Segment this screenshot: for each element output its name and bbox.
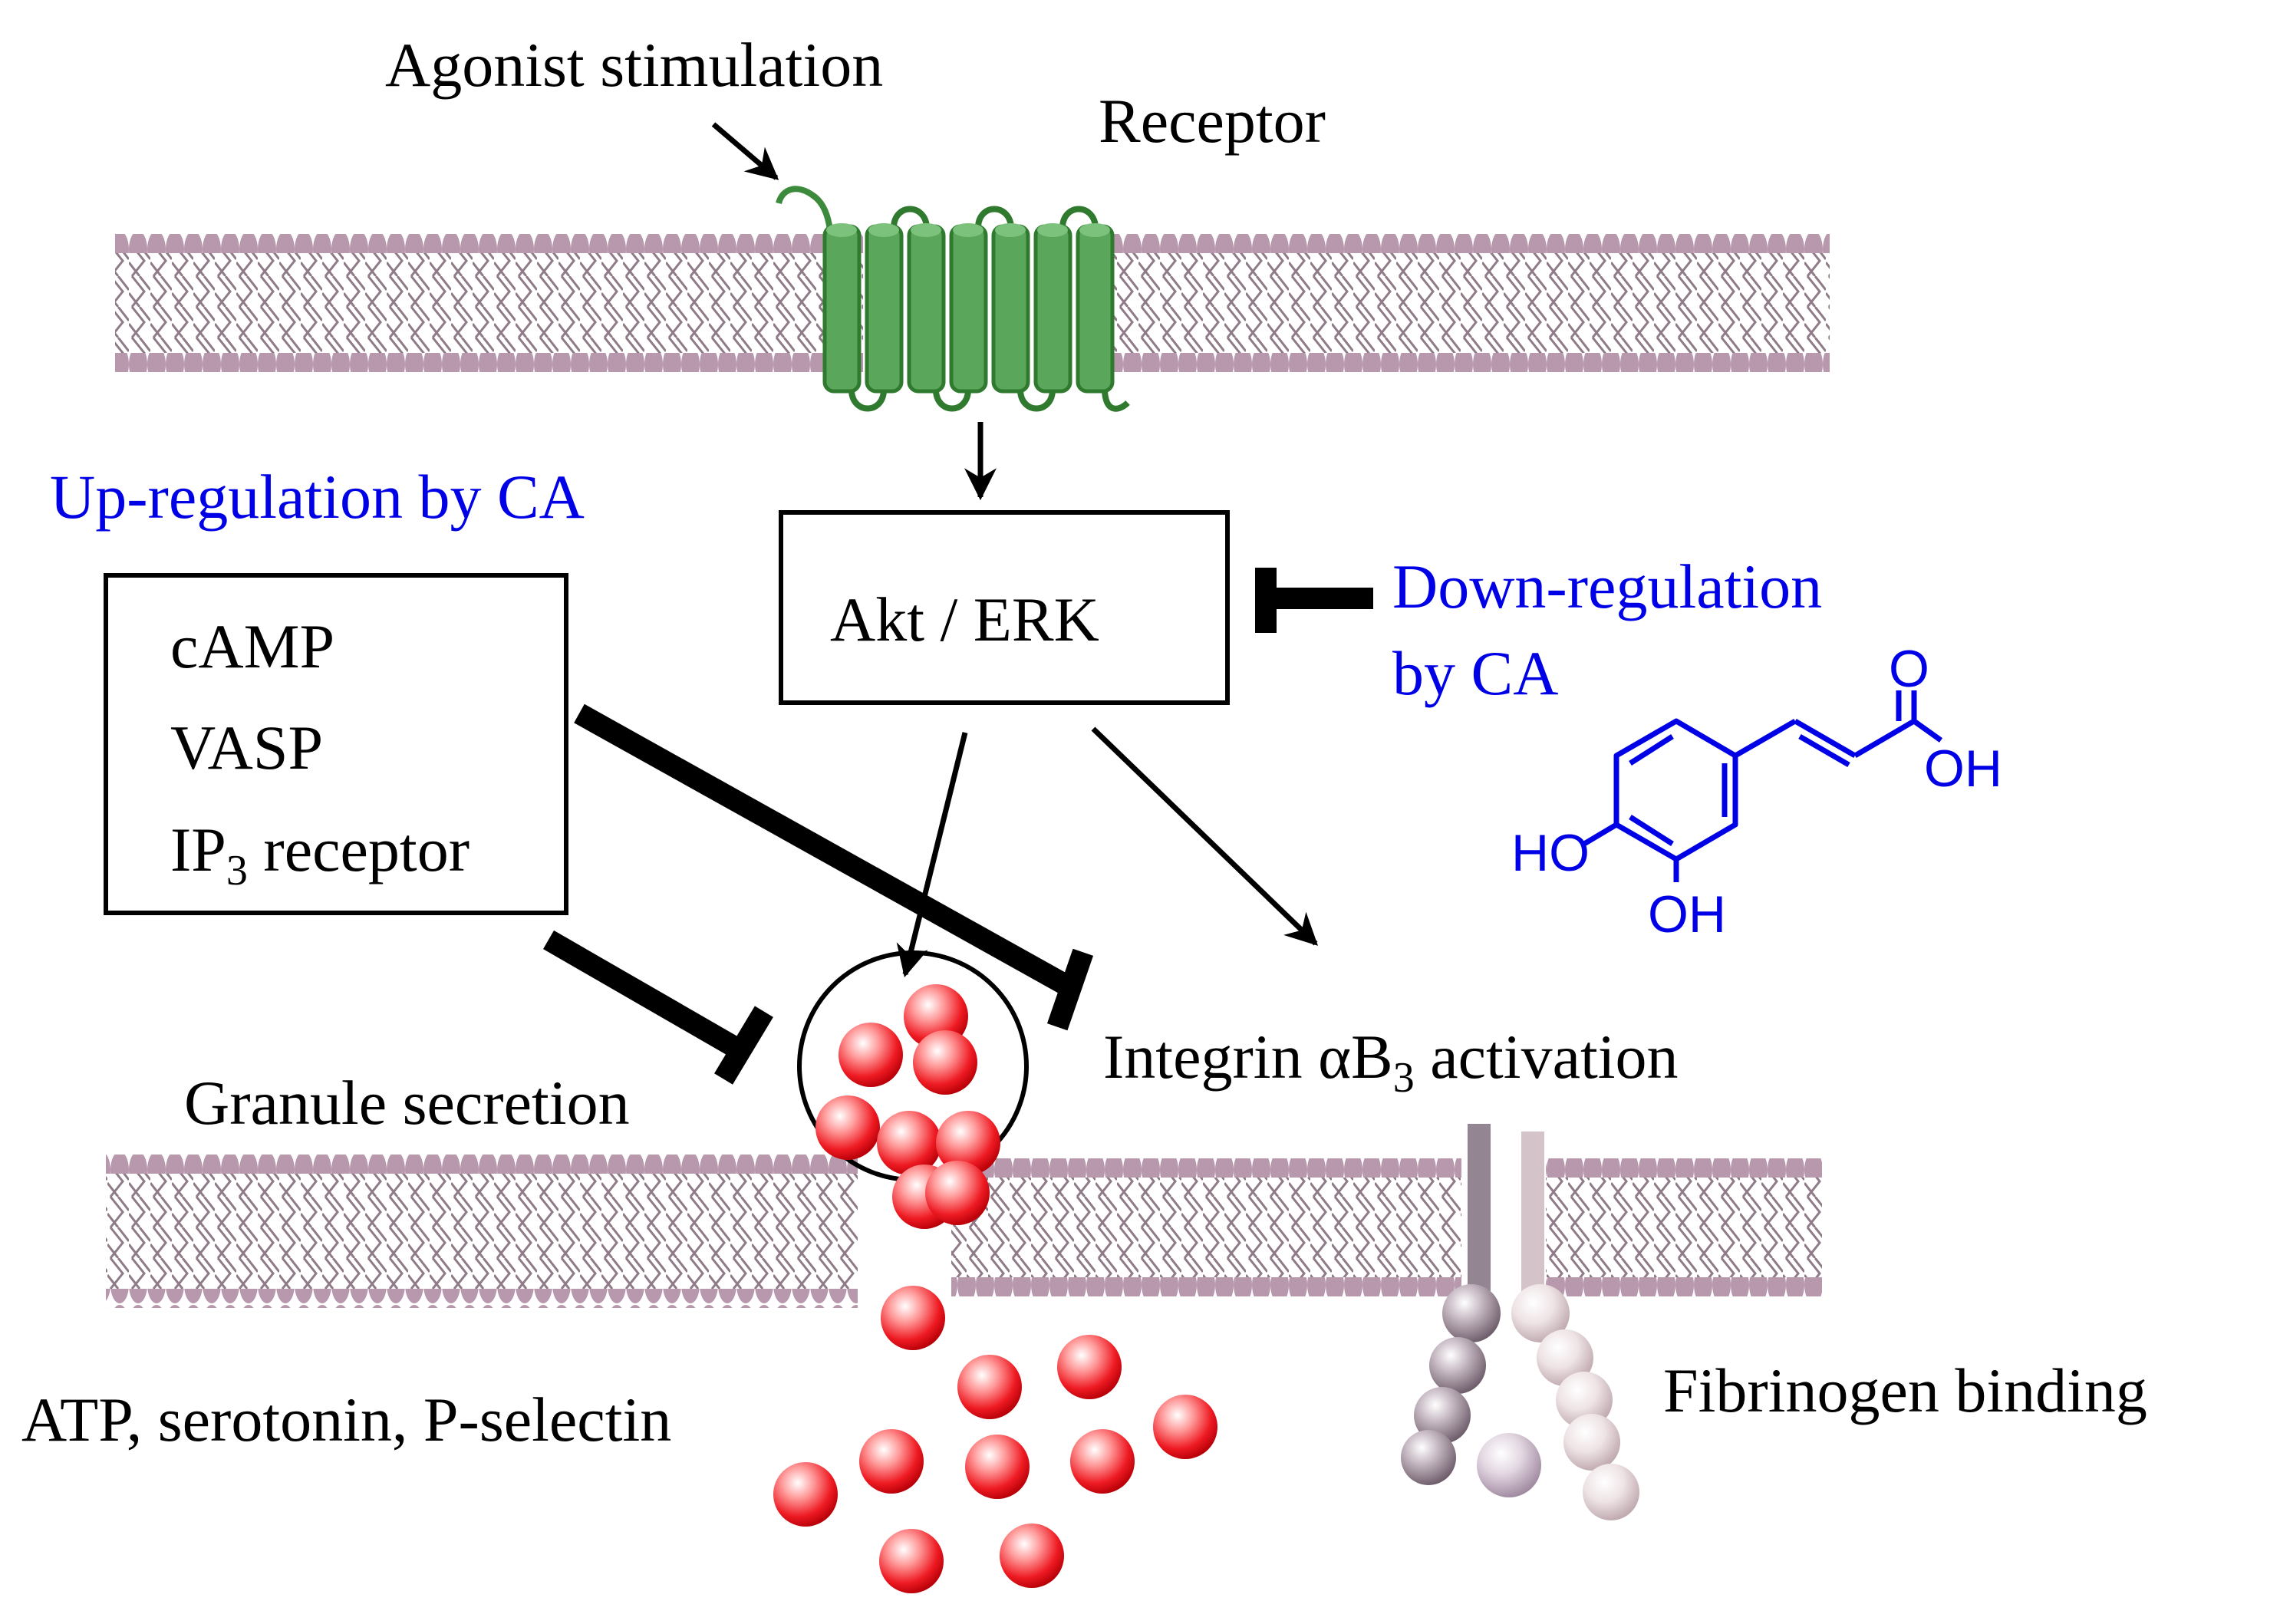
down-regulation-label-line1: Down-regulation: [1392, 552, 1822, 621]
akt-erk-box: [779, 510, 1230, 705]
integrin-prefix: Integrin αB: [1103, 1022, 1393, 1092]
ip3-sub: 3: [226, 847, 248, 894]
akt-erk-label: Akt / ERK: [830, 585, 1099, 654]
molecule-oh-bottom: OH: [1648, 885, 1726, 944]
receptor-label: Receptor: [1099, 86, 1326, 156]
akt-to-granule-arrow: [896, 732, 968, 978]
fibrinogen-label: Fibrinogen binding: [1663, 1356, 2147, 1425]
down-regulation-label-line2: by CA: [1392, 638, 1558, 708]
camp-label: cAMP: [170, 611, 334, 681]
top-membrane: [115, 234, 1830, 372]
gpcr-receptor-icon: [776, 186, 1130, 412]
molecule-oh-acid: OH: [1924, 740, 2002, 798]
molecule-o-top: O: [1889, 640, 1929, 698]
integrin-suffix: activation: [1415, 1022, 1679, 1092]
ip3-prefix: IP: [170, 815, 226, 884]
atp-serotonin-label: ATP, serotonin, P-selectin: [21, 1385, 671, 1454]
agonist-arrow: [711, 122, 779, 180]
integrin-sub: 3: [1393, 1054, 1415, 1102]
inhibitor-signal-box: [104, 573, 568, 915]
granule-content-balls: [773, 984, 1217, 1593]
box-to-integrin-inhibition: [574, 703, 1094, 1031]
down-regulation-inhibition: [1255, 568, 1373, 633]
up-regulation-label: Up-regulation by CA: [50, 462, 585, 532]
caffeic-acid-structure: [1583, 690, 1943, 882]
box-to-granule-inhibition: [543, 930, 773, 1085]
molecule-ho-left: HO: [1511, 824, 1590, 882]
integrin-activation-label: Integrin αB3 activation: [1103, 1022, 1679, 1102]
vasp-label: VASP: [170, 713, 323, 782]
ip3-receptor-label: IP3 receptor: [170, 815, 470, 894]
akt-to-integrin-arrow: [1091, 726, 1319, 946]
agonist-label: Agonist stimulation: [385, 30, 883, 100]
bottom-membrane: [106, 1155, 1822, 1308]
integrin-icon: [1401, 1124, 1639, 1520]
granule-secretion-label: Granule secretion: [184, 1068, 630, 1138]
ip3-suffix: receptor: [248, 815, 470, 884]
